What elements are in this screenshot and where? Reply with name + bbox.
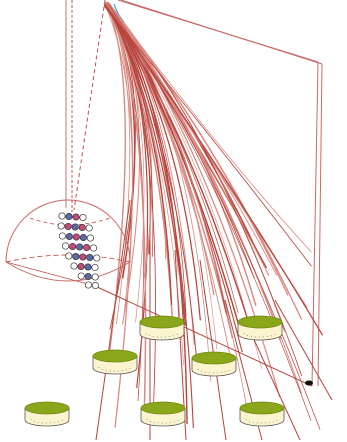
pmt-pixel [73,234,79,240]
pmt-pixel [92,282,98,288]
pmt-pixel [85,282,91,288]
pmt-pixel [66,253,72,259]
pmt-pixel [87,254,93,260]
pmt-pixel [71,263,77,269]
pmt-pixel [79,224,85,230]
fluorescence-detector-dome [6,200,130,281]
pmt-pixel [72,224,78,230]
pmt-pixel [78,263,84,269]
pmt-pixel [80,254,86,260]
shower-track [275,300,332,400]
pmt-pixel [80,214,86,220]
pmt-pixel [59,213,65,219]
detector-tank [140,316,184,340]
pmt-pixel [65,223,71,229]
pmt-pixel [86,225,92,231]
pmt-pixel [58,223,64,229]
pmt-pixel [78,273,84,279]
pmt-pixel [73,253,79,259]
detector-tank [240,402,284,426]
pmt-pixel [66,233,72,239]
pmt-pixel [59,233,65,239]
primary-trajectory [74,0,105,210]
detector-tank [141,402,185,426]
pmt-pixel [87,235,93,241]
detector-tank [238,316,282,340]
detected-particle-marker [305,381,313,386]
pmt-pixel [76,244,82,250]
detector-tank [93,350,137,374]
pmt-pixel [85,264,91,270]
pmt-pixel [80,234,86,240]
pmt-pixel [83,244,89,250]
detector-tank [192,352,236,376]
pmt-pixel [92,274,98,280]
pmt-pixel [69,243,75,249]
pmt-pixel [85,273,91,279]
pmt-pixel [92,264,98,270]
detector-tank [25,402,69,426]
pmt-pixel [90,245,96,251]
pmt-pixel [62,243,68,249]
pmt-pixel [66,213,72,219]
pmt-pixel [73,214,79,220]
pmt-pixel [94,255,100,261]
